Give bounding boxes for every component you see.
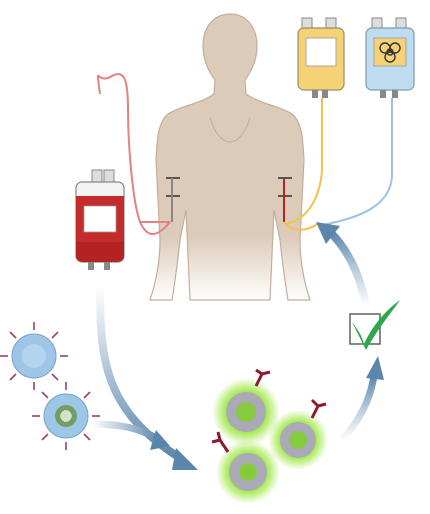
expansion-arrow: [339, 356, 384, 443]
infusion-arrow: [316, 222, 370, 307]
virus-vector-icon: [32, 382, 100, 450]
antibody-icon: [254, 368, 271, 387]
checkmark-icon: [349, 300, 400, 350]
iv-bag-icon: [285, 17, 345, 225]
biohazard-bag-icon: [317, 17, 415, 227]
patient-body: [149, 13, 311, 301]
virus-icon: [0, 322, 68, 390]
collection-arrow: [96, 285, 198, 470]
left-arm-cannula: [140, 177, 180, 223]
biohazard-icon: [379, 42, 401, 63]
blood-bag-icon: [75, 73, 171, 270]
car-t-cells: [211, 368, 328, 504]
transduction-arrow: [91, 420, 170, 450]
